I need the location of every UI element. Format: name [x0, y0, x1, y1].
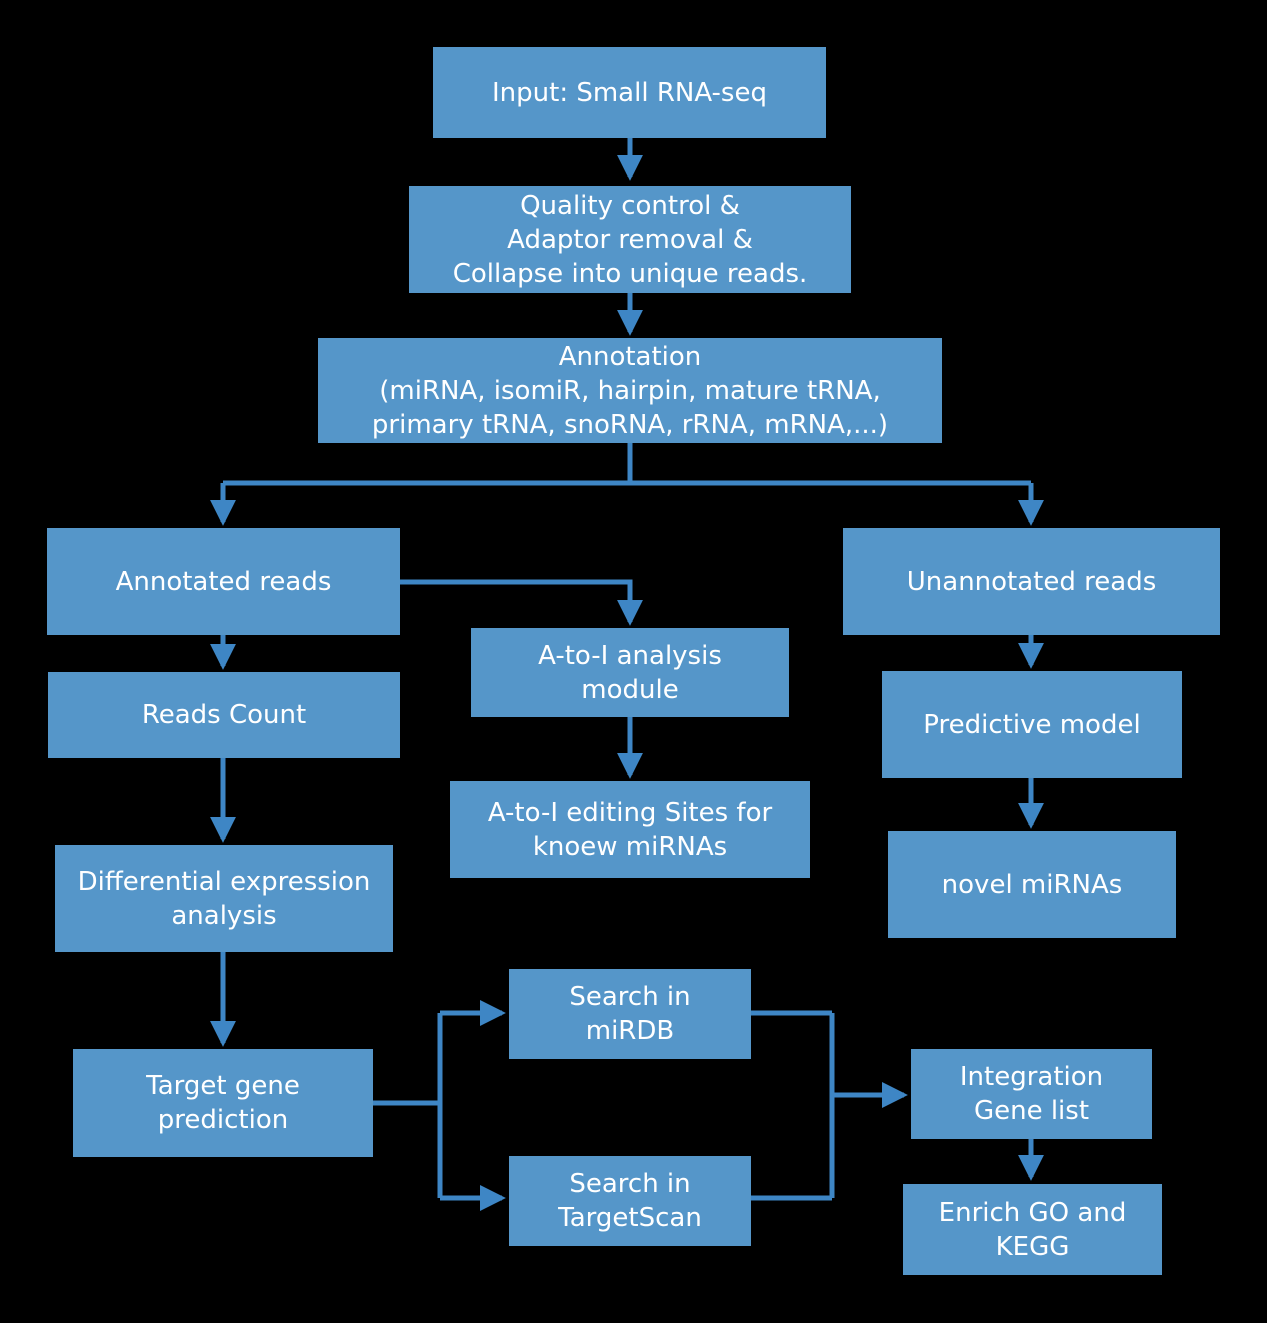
novel-mirnas-box: novel miRNAs: [888, 831, 1176, 938]
predictive-model-box: Predictive model: [882, 671, 1182, 778]
annotated-reads-box: Annotated reads: [47, 528, 400, 635]
search-targetscan-box: Search in TargetScan: [509, 1156, 751, 1246]
edge-annotated-atoi-module: [400, 579, 643, 626]
reads-count-box: Reads Count: [48, 672, 400, 758]
search-mirdb-box: Search in miRDB: [509, 969, 751, 1059]
target-gene-prediction-box: Target gene prediction: [73, 1049, 373, 1157]
quality-control-box: Quality control & Adaptor removal & Coll…: [409, 186, 851, 293]
annotation-box: Annotation (miRNA, isomiR, hairpin, matu…: [318, 338, 942, 443]
input-box: Input: Small RNA-seq: [433, 47, 826, 138]
diff-expression-box: Differential expression analysis: [55, 845, 393, 952]
unannotated-reads-box: Unannotated reads: [843, 528, 1220, 635]
enrich-go-kegg-box: Enrich GO and KEGG: [903, 1184, 1162, 1275]
atoi-editing-sites-box: A-to-I editing Sites for knoew miRNAs: [450, 781, 810, 878]
atoi-analysis-module-box: A-to-I analysis module: [471, 628, 789, 717]
integration-gene-list-box: Integration Gene list: [911, 1049, 1152, 1139]
